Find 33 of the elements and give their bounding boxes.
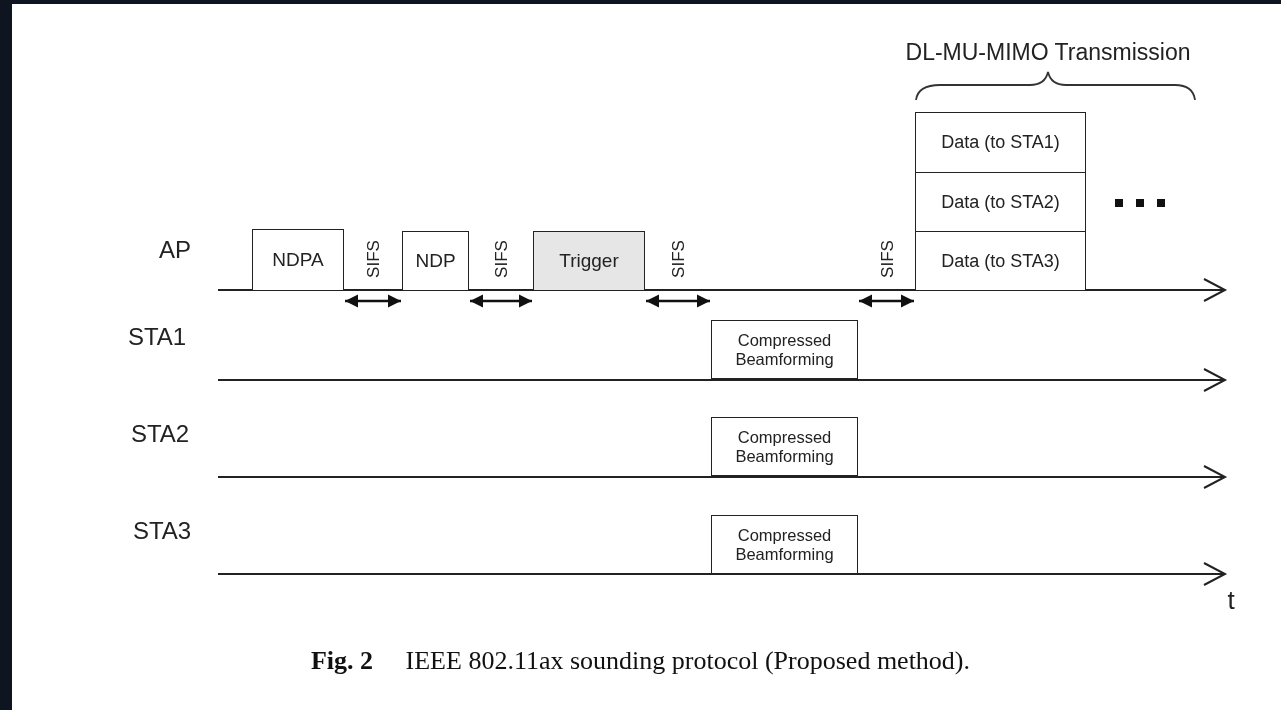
frame-box (252, 229, 344, 291)
interval-arrow (859, 294, 914, 308)
shaded-frame-box (533, 231, 645, 291)
edge-label: SIFS (878, 240, 895, 278)
frame-box (915, 112, 1086, 173)
interval-arrow (345, 294, 401, 308)
frame-label: Compressed Beamforming (734, 525, 835, 564)
frame-box (915, 172, 1086, 232)
frame-box (711, 417, 858, 476)
edge-label: SIFS (669, 240, 687, 278)
frame-box (711, 515, 858, 574)
frame-label: Trigger (558, 250, 620, 272)
frame-label: Data (to STA3) (940, 250, 1061, 272)
interval-arrow (646, 294, 710, 308)
axis-label: STA3 (132, 517, 192, 545)
frame-label: Data (to STA2) (940, 191, 1061, 213)
axis-label: AP (159, 236, 191, 264)
axis-label: STA1 (127, 323, 187, 351)
frame-label: NDP (414, 250, 457, 272)
frame-box (915, 231, 1086, 291)
edge-label: SIFS (364, 240, 382, 278)
frame-label: Compressed Beamforming (734, 427, 835, 466)
frame-label: NDPA (271, 249, 325, 271)
frame-label: Compressed Beamforming (734, 330, 835, 369)
figure-caption: Fig. 2 IEEE 802.11ax sounding protocol (Proposed method). (309, 646, 972, 676)
interval-arrow (470, 294, 532, 308)
axis-label: STA2 (130, 420, 190, 448)
frame-box (402, 231, 469, 291)
frame-box (711, 320, 858, 379)
edge-label: SIFS (492, 240, 510, 278)
axis-label: t (1227, 584, 1235, 616)
frame-label: Data (to STA1) (940, 132, 1061, 153)
axis-label: DL-MU-MIMO Transmission (905, 38, 1191, 66)
